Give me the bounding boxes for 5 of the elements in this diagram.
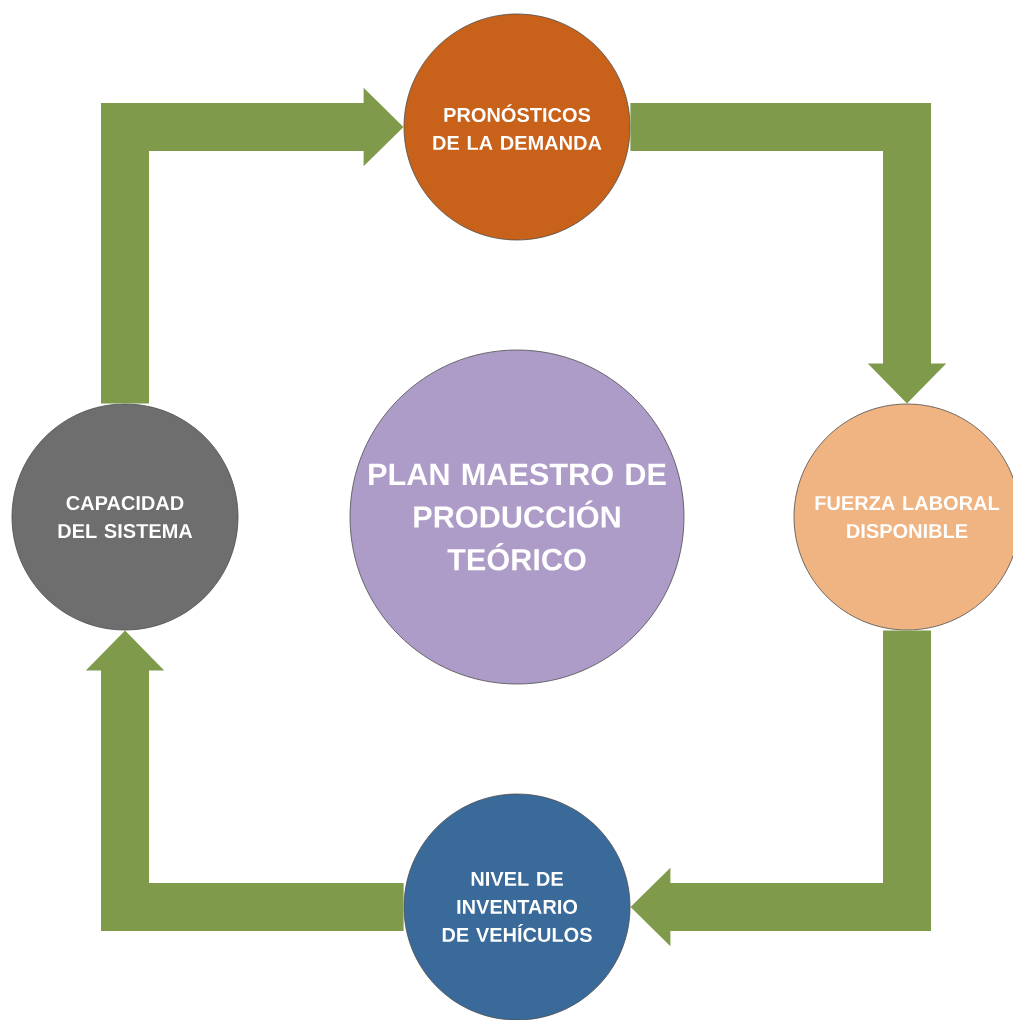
circle-node: FUERZA LABORAL DISPONIBLE xyxy=(793,403,1013,631)
circle-node: PRONÓSTICOS DE LA DEMANDA xyxy=(403,13,631,241)
circle-node: PLAN MAESTRO DE PRODUCCIÓN TEÓRICO xyxy=(349,349,685,685)
circle-node: CAPACIDAD DEL SISTEMA xyxy=(11,403,239,631)
circle-node: NIVEL DE INVENTARIO DE VEHÍCULOS xyxy=(403,793,631,1020)
